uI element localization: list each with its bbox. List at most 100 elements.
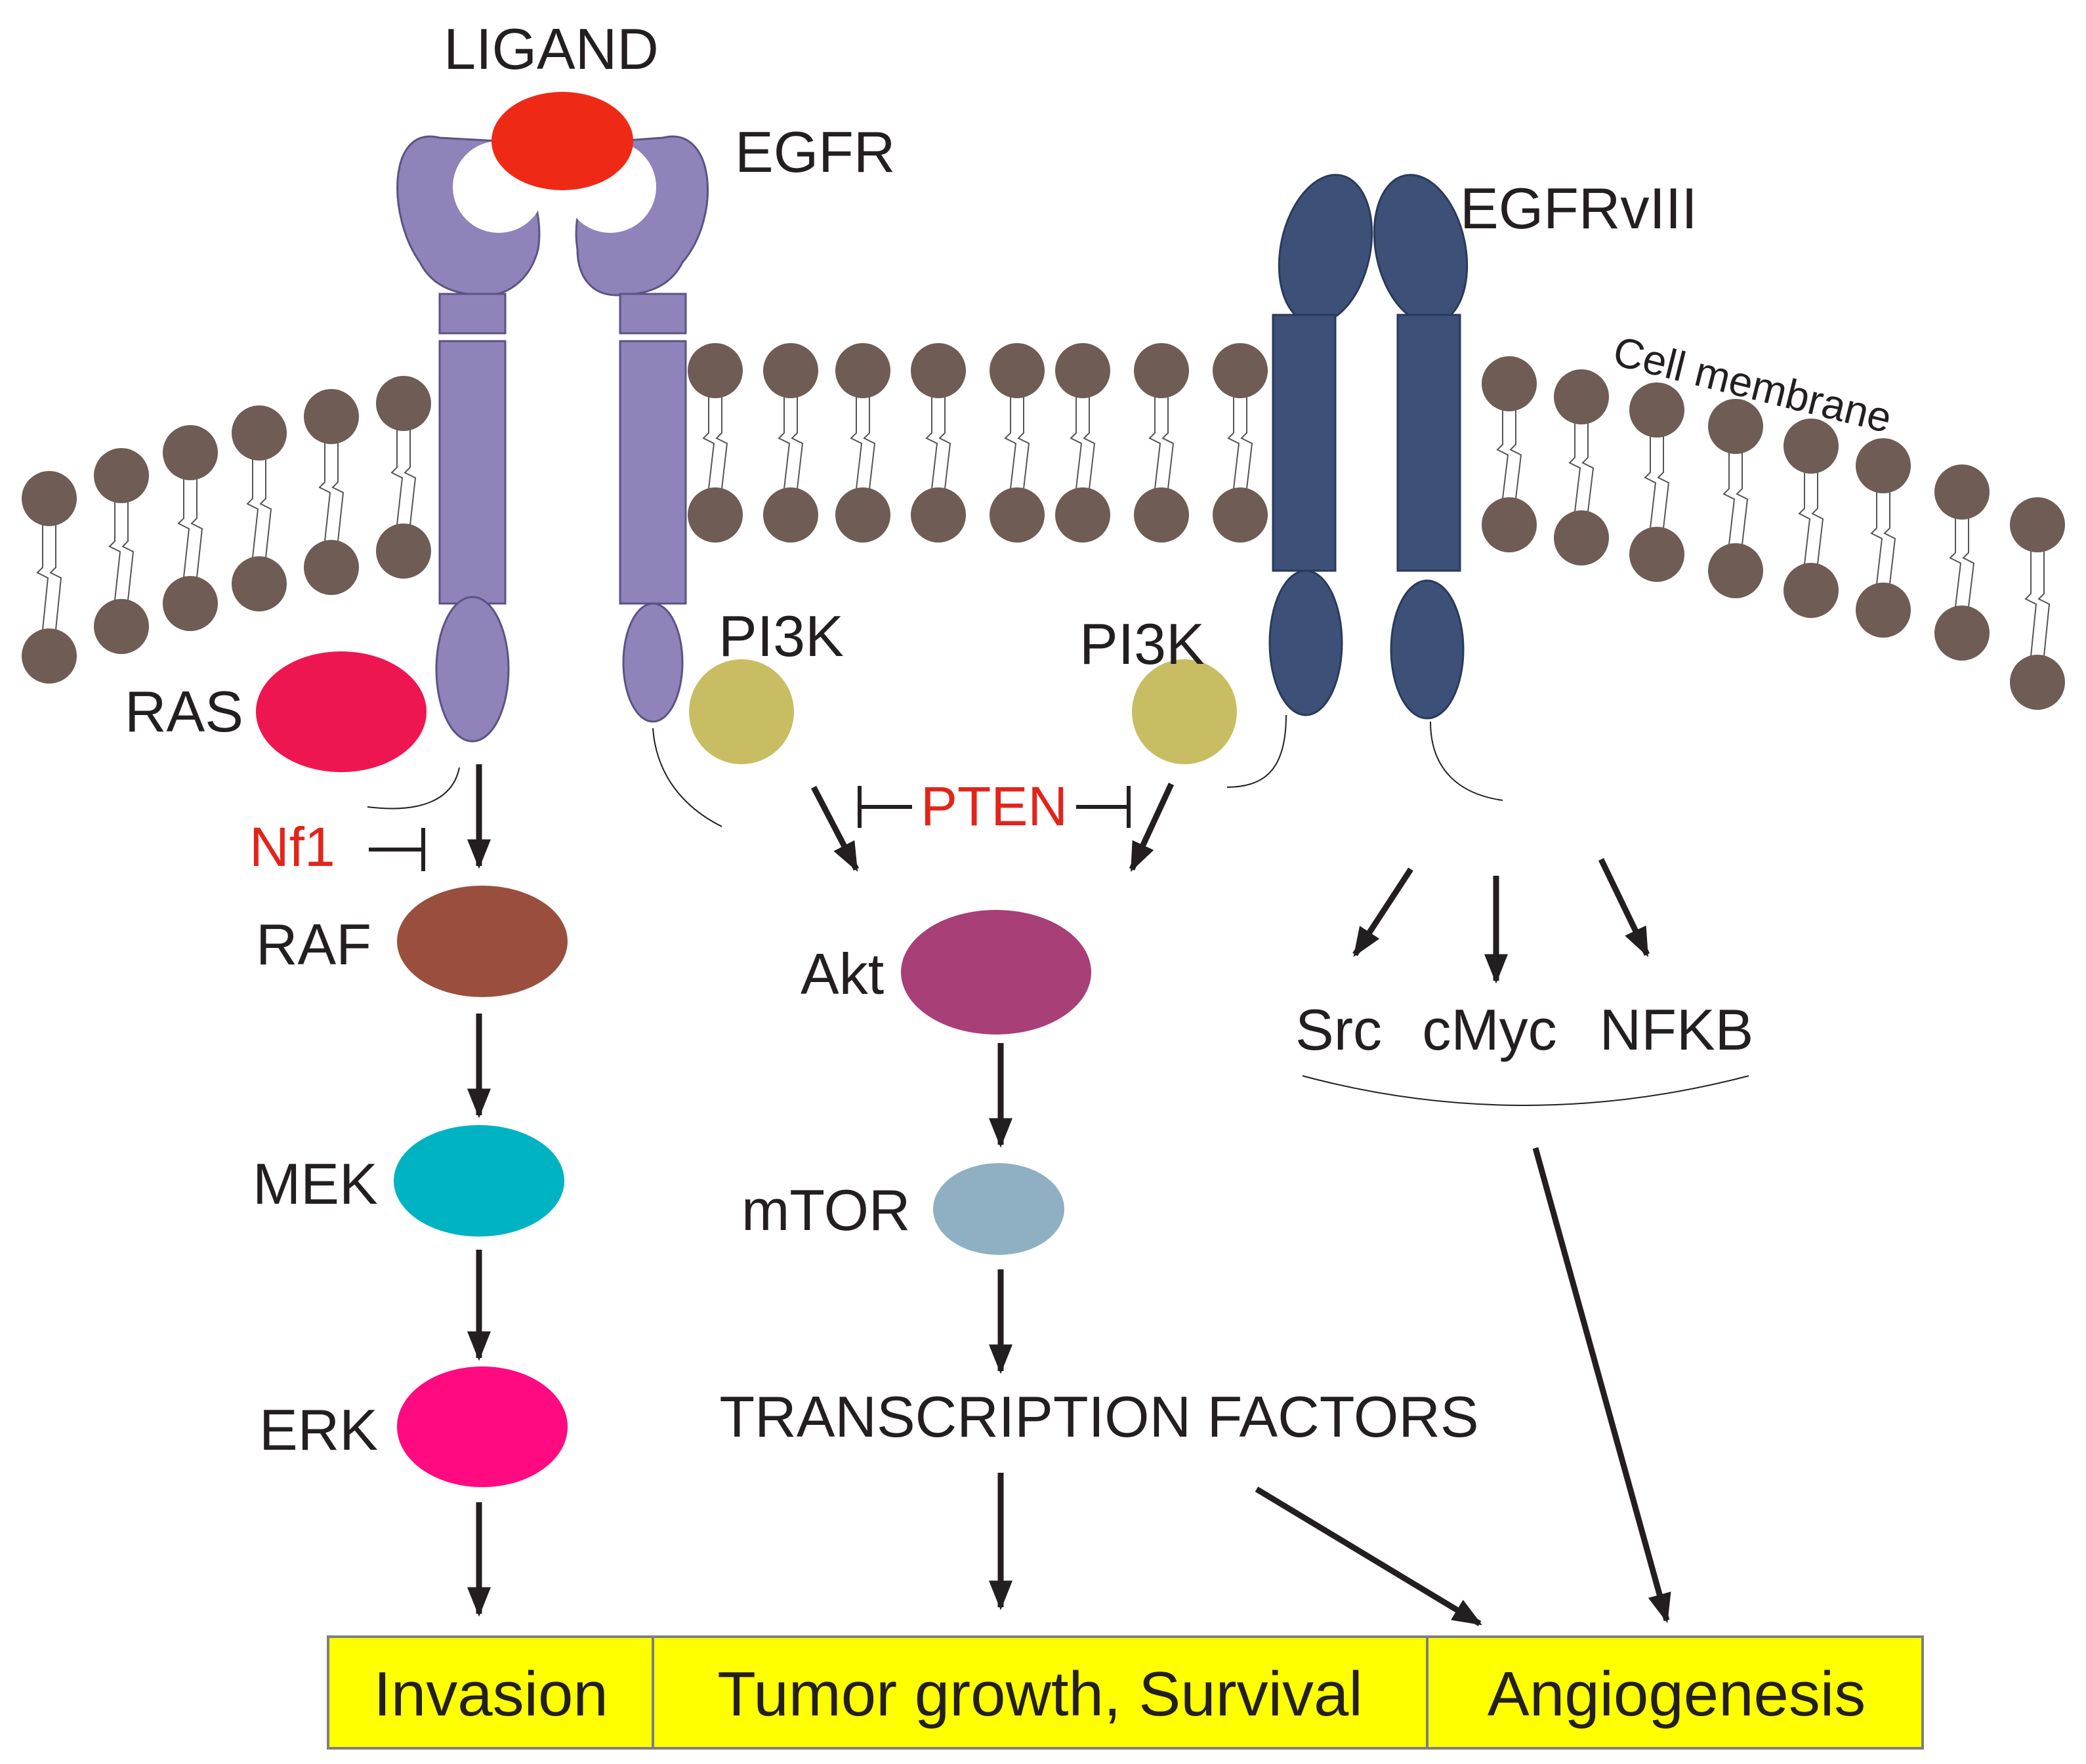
lipid-head	[163, 425, 218, 480]
egfrviii-targets-bracket	[1302, 1075, 1749, 1106]
mtor-shape	[933, 1163, 1064, 1255]
lipid-head	[163, 576, 218, 631]
lipid-tail	[702, 397, 728, 489]
lipid-tail	[778, 397, 804, 489]
lipid-head	[763, 487, 818, 543]
ras-shape	[256, 651, 427, 772]
lipid-head	[232, 405, 287, 461]
lipid-head	[1055, 343, 1110, 398]
lipid-tail	[1798, 472, 1824, 565]
lipid-tail	[390, 430, 417, 525]
outcome-box-angiogenesis	[1426, 1635, 1924, 1750]
lipid-tail	[177, 479, 203, 578]
cmyc-label: cMyc	[1422, 997, 1556, 1062]
lipid-head	[1629, 527, 1684, 582]
lipid-head	[22, 471, 77, 526]
akt-label: Akt	[801, 941, 884, 1006]
outcome-angiogenesis: Angiogenesis	[1488, 1659, 1866, 1729]
lipid-tail	[1496, 410, 1522, 499]
lipid-head	[2010, 497, 2065, 552]
lipid-head	[304, 540, 359, 595]
lipid-head	[1213, 487, 1268, 543]
lipid-head	[1055, 487, 1110, 543]
lipid-tail	[1004, 397, 1030, 489]
akt-shape	[901, 910, 1091, 1035]
lipid-head	[1708, 543, 1763, 598]
raf-shape	[397, 886, 568, 997]
lipid-head	[1708, 399, 1763, 454]
egfrviii-receptor	[1268, 174, 1469, 720]
lipid-head	[1134, 343, 1189, 398]
pi3k-left-shape	[689, 659, 794, 764]
lipid-head	[22, 628, 77, 684]
lipid-head	[1554, 510, 1609, 565]
lipid-tail	[318, 443, 344, 542]
ligand-shape	[491, 92, 633, 190]
cell-membrane	[22, 343, 2065, 710]
lipid-head	[990, 487, 1045, 543]
outcome-invasion: Invasion	[373, 1659, 608, 1729]
raf-label: RAF	[256, 912, 371, 977]
lipid-head	[990, 343, 1045, 398]
src-label: Src	[1295, 997, 1382, 1062]
arrow-tf-angiogenesis	[1255, 1487, 1482, 1626]
lipid-head	[1856, 438, 1911, 493]
activation-arrows	[467, 764, 1671, 1626]
egfr-receptor	[396, 135, 709, 743]
receptor-tails	[367, 714, 1503, 827]
nfkb-label: NFKB	[1600, 997, 1754, 1062]
lipid-tail	[1870, 492, 1896, 585]
lipid-tail	[1568, 423, 1595, 512]
lipid-head	[376, 376, 431, 431]
lipid-head	[1134, 487, 1189, 543]
pi3k-right-label: PI3K	[1079, 611, 1205, 676]
lipid-head	[94, 599, 149, 654]
ras-label: RAS	[125, 679, 243, 744]
lipid-head	[1482, 356, 1537, 411]
mtor-label: mTOR	[741, 1178, 910, 1242]
lipid-tail	[1070, 397, 1096, 489]
lipid-tail	[1644, 436, 1670, 529]
mek-shape	[394, 1125, 564, 1237]
arrow-egfrviii-angiogenesis	[1532, 1147, 1671, 1624]
lipid-tail	[2024, 551, 2051, 657]
inhibition-marks	[369, 786, 1131, 871]
lipid-head	[1934, 605, 1990, 661]
lipid-head	[835, 487, 890, 543]
arrow-pi3k-akt-left	[811, 785, 859, 872]
lipid-head	[1856, 583, 1911, 638]
lipid-head	[1629, 382, 1684, 438]
lipid-head	[1554, 369, 1609, 424]
lipid-head	[911, 343, 966, 398]
lipid-tail	[1949, 518, 1975, 607]
lipid-head	[232, 556, 287, 611]
lipid-head	[304, 389, 359, 444]
lipid-head	[1934, 464, 1990, 520]
lipid-head	[1784, 563, 1839, 618]
lipid-head	[1784, 419, 1839, 474]
outcome-box-invasion	[327, 1635, 654, 1750]
lipid-head	[688, 343, 743, 398]
lipid-head	[763, 343, 818, 398]
arrow-to-src	[1352, 867, 1413, 957]
lipid-head	[688, 487, 743, 543]
lipid-tail	[850, 397, 876, 489]
outcome-tumor-growth-survival: Tumor growth, Survival	[717, 1659, 1362, 1729]
transcription-factors-label: TRANSCRIPTION FACTORS	[719, 1384, 1478, 1449]
lipid-head	[376, 523, 431, 579]
ligand-label: LIGAND	[444, 16, 659, 81]
erk-label: ERK	[259, 1397, 378, 1462]
arrow-pi3k-akt-right	[1129, 783, 1175, 872]
pi3k-right-shape	[1132, 659, 1237, 764]
lipid-head	[911, 487, 966, 543]
egfr-label: EGFR	[735, 119, 895, 184]
lipid-tail	[108, 502, 135, 601]
lipid-tail	[1722, 453, 1749, 545]
arrow-to-nfkb	[1598, 858, 1650, 958]
outcome-row: Invasion Tumor growth, Survival Angiogen…	[327, 1635, 1924, 1750]
lipid-tail	[925, 397, 951, 489]
erk-shape	[397, 1366, 568, 1487]
outcome-box-tumor-growth	[652, 1635, 1429, 1750]
lipid-tail	[1227, 397, 1253, 489]
pten-label: PTEN	[921, 775, 1068, 837]
